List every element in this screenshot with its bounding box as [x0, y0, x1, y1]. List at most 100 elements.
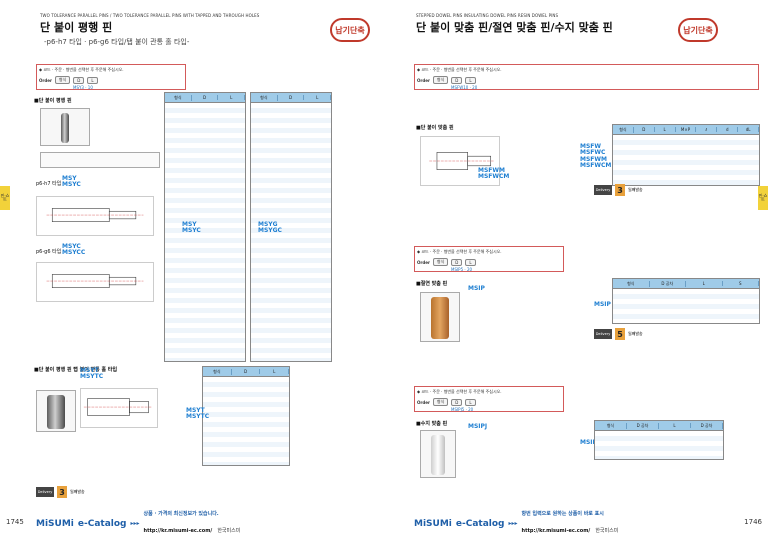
- delivery-info: Delivery 3 일째발송: [36, 486, 85, 498]
- right-eng-title: STEPPED DOWEL PINS INSULATING DOWEL PINS…: [416, 13, 559, 18]
- order-code-2: MSIP5 · 20: [451, 267, 473, 272]
- table-label-msyc: MSYC: [182, 227, 201, 235]
- right-delivery-label-1: Delivery: [594, 185, 612, 195]
- tapped-pin-drawing-svg: [83, 398, 153, 416]
- th-l: L: [655, 127, 676, 132]
- right-page: STEPPED DOWEL PINS INSULATING DOWEL PINS…: [384, 0, 768, 542]
- delivery-label: Delivery: [36, 487, 54, 497]
- order-d-chip-1: D: [451, 76, 463, 84]
- right-page-title: 단 붙이 맞춤 핀/절연 맞춤 핀/수지 맞춤 핀: [416, 21, 613, 34]
- order-label-2: Order: [417, 259, 430, 265]
- arrows-icon-right: ▸▸▸: [508, 520, 518, 527]
- right-side-index-tab[interactable]: 핀·쇼트: [758, 186, 768, 210]
- spec-table-stepped: 형식 D L M×P ℓ d dL: [612, 124, 760, 186]
- product-msy: MSY: [62, 175, 77, 182]
- pin-drawing-g6: [36, 262, 154, 302]
- product-msytc: MSYTC: [80, 373, 104, 381]
- section-title-stepped-pin: ■단 붙이 평행 핀: [34, 98, 72, 104]
- left-page-number: 1745: [6, 518, 24, 526]
- order-note-2: ◆ 코드 · 주문 · 형번을 선택한 후 주문해 주십시오.: [417, 249, 502, 254]
- right-delivery-text-1: 일째발송: [628, 187, 643, 192]
- th-type: 형식: [613, 126, 634, 133]
- th3-dtol2: D 공차: [691, 422, 723, 429]
- dowel-drawing-svg: [429, 152, 495, 170]
- pin-image: [61, 113, 69, 143]
- th3-type: 형식: [595, 422, 627, 429]
- section-title-insulating: ■절연 맞춤 핀: [416, 281, 448, 287]
- order-label: Order: [39, 77, 52, 83]
- product-msip-table-label: MSIP: [594, 301, 611, 308]
- order-d-chip: D: [73, 76, 85, 84]
- footer-left-kr: 한국미스미: [217, 528, 241, 534]
- product-msyc: MSYC: [62, 181, 81, 189]
- product-code-msy: MSY MSYC: [62, 175, 81, 189]
- product-msfwm: MSFWM: [580, 155, 607, 163]
- ecatalog-label-right: e-Catalog: [455, 518, 505, 529]
- order-note-1: ◆ 코드 · 주문 · 형번을 선택한 후 주문해 주십시오.: [417, 67, 502, 72]
- product-msycc: MSYCC: [62, 249, 86, 257]
- type-label-g6: p6-g6 타입: [36, 249, 62, 255]
- order-type-chip: 형식: [54, 76, 71, 84]
- order-note-3: ◆ 코드 · 주문 · 형번을 선택한 후 주문해 주십시오.: [417, 389, 502, 394]
- order-l-chip: L: [87, 76, 98, 84]
- right-delivery-label-2: Delivery: [594, 329, 612, 339]
- product-msipj-label: MSIPJ: [468, 423, 488, 430]
- spec-table-resin: 형식 D 공차 L D 공차: [594, 420, 724, 460]
- ecatalog-label: e-Catalog: [77, 518, 127, 529]
- left-page-title: 단 붙이 평행 핀: [40, 21, 113, 34]
- table-product-msyt: MSYT MSYTC: [186, 407, 209, 421]
- th-small-d: d: [717, 127, 739, 132]
- order-box-stepped: ◆ 코드 · 주문 · 형번을 선택한 후 주문해 주십시오. Order 형식…: [414, 64, 759, 90]
- th2-type: 형식: [613, 280, 650, 287]
- table-label-msyt: MSYT: [186, 407, 205, 414]
- left-eng-title: TWO TOLERANCE PARALLEL PINS / TWO TOLERA…: [40, 13, 260, 18]
- order-label-3: Order: [417, 399, 430, 405]
- misumi-logo: MiSUMi: [36, 518, 74, 529]
- right-lead-time-badge: 납기단축: [678, 18, 718, 42]
- order-type-chip-3: 형식: [432, 398, 449, 406]
- order-code-1: MSFW10 · 20: [451, 85, 478, 90]
- right-delivery-info-2: Delivery 5 일째발송: [594, 328, 643, 340]
- table-label-msy: MSY: [182, 221, 197, 228]
- order-box: ◆ 코드 · 주문 · 형번을 선택한 후 주문해 주십시오. Order 형식…: [36, 64, 186, 90]
- footer-right-url[interactable]: http://kr.misumi-ec.com/: [521, 528, 591, 534]
- th2-s: S: [723, 281, 759, 286]
- th3-l: L: [659, 423, 691, 428]
- delivery-text: 일째발송: [70, 489, 85, 494]
- tapped-pin-drawing: [80, 388, 158, 428]
- th2-l: L: [686, 281, 723, 286]
- order-type-chip-2: 형식: [432, 258, 449, 266]
- left-footer: MiSUMi e-Catalog ▸▸▸ 상품 · 가격의 최신정보가 있습니다…: [36, 511, 240, 536]
- footer-left-text: 상품 · 가격의 최신정보가 있습니다.: [143, 511, 219, 517]
- product-sub-stepped: MSFWM MSFWCM: [478, 167, 509, 181]
- left-page: TWO TOLERANCE PARALLEL PINS / TWO TOLERA…: [0, 0, 384, 542]
- th-ell: ℓ: [696, 127, 718, 132]
- product-msfwcm: MSFWCM: [580, 161, 612, 169]
- insulating-pin-image: [431, 297, 449, 339]
- footer-right-text: 항번 입력으로 원하는 상품이 바로 표시: [521, 511, 604, 517]
- product-msfwc: MSFWC: [580, 149, 606, 157]
- order-box-insulating: ◆ 코드 · 주문 · 형번을 선택한 후 주문해 주십시오. Order 형식…: [414, 246, 564, 272]
- misumi-logo-right: MiSUMi: [414, 518, 452, 529]
- tapped-pin-photo: [36, 390, 76, 432]
- order-l-chip-1: L: [465, 76, 476, 84]
- right-delivery-days-2: 5: [615, 328, 625, 340]
- tapped-pin-image: [47, 395, 65, 429]
- side-index-tab[interactable]: 핀·쇼트: [0, 186, 10, 210]
- th-d: D: [634, 127, 655, 132]
- material-table: [40, 152, 160, 168]
- dowel-drawing: [420, 136, 500, 186]
- product-msipj-table-label: MSIPJ: [580, 439, 600, 446]
- footer-left-url[interactable]: http://kr.misumi-ec.com/: [143, 528, 213, 534]
- th3-dtol: D 공차: [627, 422, 659, 429]
- th-mxp: M×P: [676, 127, 697, 132]
- order-label-1: Order: [417, 77, 430, 83]
- insulating-pin-photo: [420, 292, 460, 342]
- product-code-msyt: MSYT MSYTC: [80, 367, 104, 381]
- table-product-msyg: MSYG MSYGC: [258, 221, 282, 235]
- product-msfw: MSFW: [580, 143, 602, 150]
- product-msyc2: MSYC: [62, 243, 81, 250]
- resin-pin-image: [431, 435, 445, 475]
